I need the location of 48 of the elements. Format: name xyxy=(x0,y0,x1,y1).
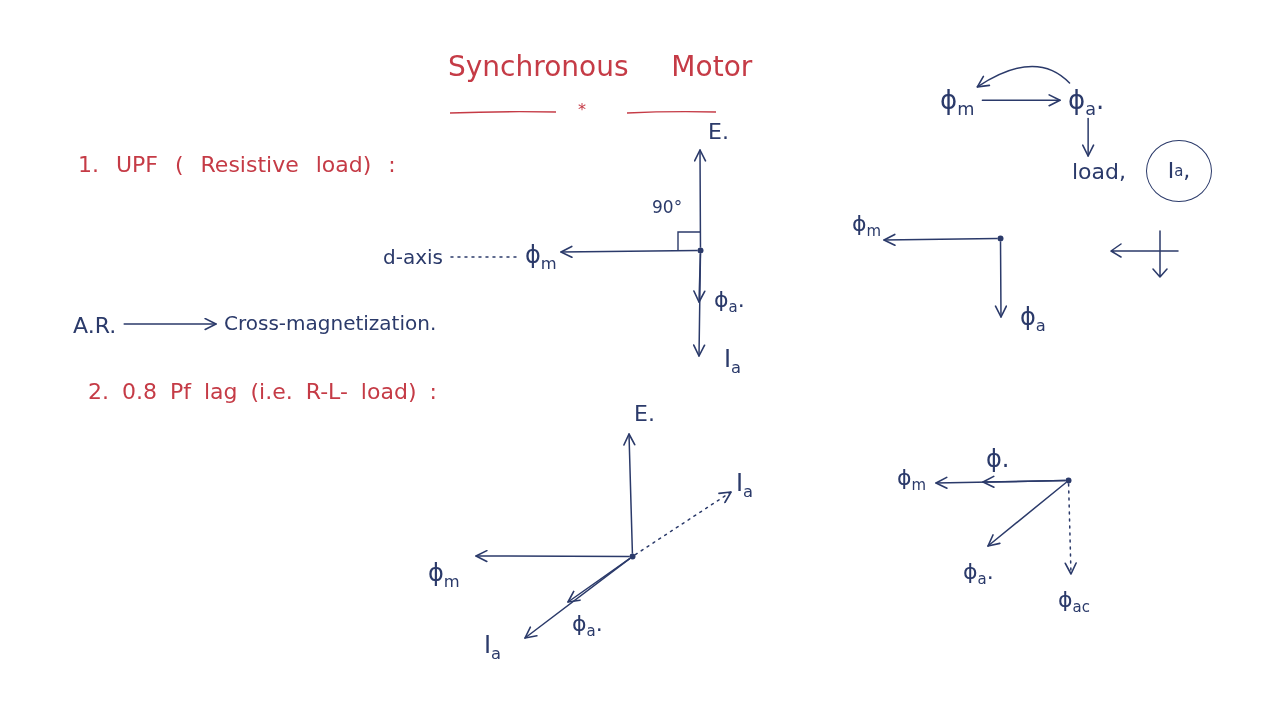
arrow xyxy=(1081,117,1095,157)
arrow xyxy=(475,549,630,563)
phasor-label: ϕ. xyxy=(986,446,1010,473)
origin-dot xyxy=(997,235,1004,242)
title: Synchronous Motor xyxy=(448,52,753,83)
section-heading: 2. 0.8 Pf lag (i.e. R-L- load) : xyxy=(88,380,437,405)
dotted-line xyxy=(450,256,518,258)
text-label: A.R. xyxy=(73,314,117,339)
dotted-arrow xyxy=(634,491,732,556)
phasor-label: I$_{a}$ xyxy=(484,632,502,659)
phasor-label: ϕ$_{a}$. xyxy=(572,612,603,637)
arrow xyxy=(560,245,698,259)
section-heading: 1. UPF ( Resistive load) : xyxy=(78,153,396,178)
arrow xyxy=(692,253,706,357)
arrow xyxy=(987,481,1067,547)
curved-arrow xyxy=(976,65,1071,88)
phasor-label: ϕ$_{a}$ xyxy=(1020,304,1046,331)
origin-dot xyxy=(1065,477,1072,484)
axis-label: d-axis xyxy=(383,246,443,268)
phasor-label: ϕ$_{ac}$ xyxy=(1058,588,1090,613)
origin-dot xyxy=(697,247,704,254)
arrow xyxy=(994,241,1008,318)
phasor-label: ϕ$_{a}$. xyxy=(1068,86,1105,115)
origin-dot xyxy=(629,553,636,560)
text-label: load, xyxy=(1072,160,1126,185)
arrow xyxy=(623,433,636,554)
phasor-label: E. xyxy=(634,402,655,427)
phasor-label: I$_{a}$ xyxy=(724,346,742,373)
arrow xyxy=(693,149,707,248)
phasor-label: ϕ$_{a}$. xyxy=(963,560,994,585)
phasor-label: ϕ$_{m}$ xyxy=(428,560,460,587)
arrow xyxy=(524,557,631,639)
arrow xyxy=(567,557,631,603)
arrow xyxy=(883,233,998,247)
phasor-label: I$_{a}$ xyxy=(736,470,754,497)
arrow xyxy=(981,94,1061,107)
phasor-label: E. xyxy=(708,120,729,145)
phasor-label: ϕ$_{m}$ xyxy=(852,212,882,237)
text-label: Cross-magnetization. xyxy=(224,312,437,334)
phasor-label: ϕ$_{m}$ xyxy=(897,466,927,491)
arrow xyxy=(935,476,1066,489)
angle-label: 90° xyxy=(652,198,683,217)
dotted-arrow xyxy=(1064,483,1077,575)
phasor-label: ϕ$_{m}$ xyxy=(525,242,557,269)
arrow xyxy=(123,317,217,331)
asterisk: * xyxy=(578,101,586,119)
phasor-label: ϕ$_{m}$ xyxy=(940,86,975,115)
phasor-label: ϕ$_{a}$. xyxy=(714,288,745,313)
